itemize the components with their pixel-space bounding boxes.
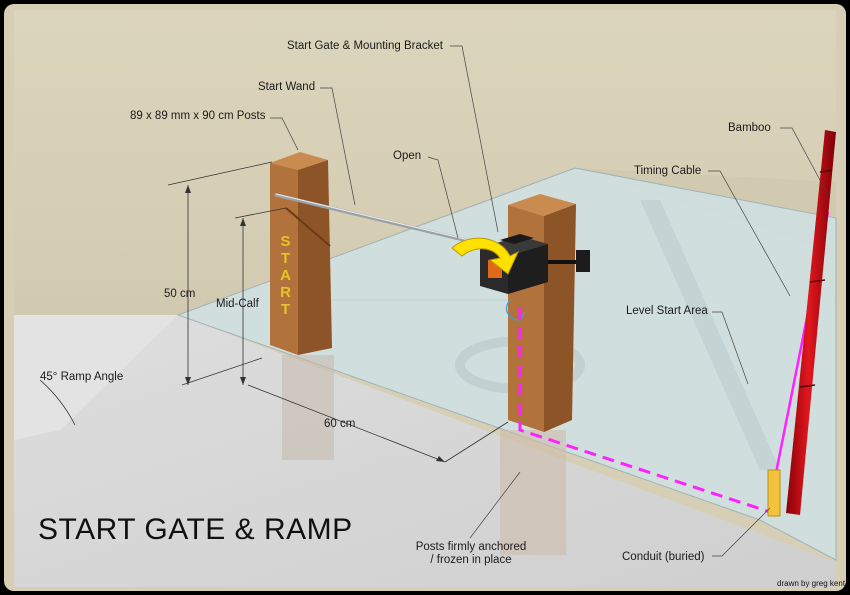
- post-letter: A: [280, 267, 292, 284]
- label-ramp-angle: 45° Ramp Angle: [40, 371, 124, 383]
- dim-spacing-arrow: [436, 456, 445, 462]
- gate-box-side: [508, 244, 548, 294]
- label-posts-anchored: Posts firmly anchored / frozen in place: [415, 541, 527, 566]
- credit-text: drawn by greg kent: [777, 579, 846, 588]
- dim-height-ext-top: [167, 161, 273, 186]
- side-wall: [575, 168, 836, 310]
- bamboo-pole: [786, 130, 836, 515]
- start-wand-highlight: [275, 193, 499, 248]
- bamboo-node-2: [809, 279, 826, 283]
- open-arrow-icon: [451, 237, 520, 275]
- leader-posts: [270, 117, 299, 151]
- conduit: [767, 469, 781, 517]
- right-post-top: [508, 194, 576, 216]
- leader-timing-cable: [708, 170, 791, 297]
- start-wand: [274, 193, 500, 250]
- label-spacing: 60 cm: [324, 418, 356, 430]
- label-timing-cable: Timing Cable: [634, 165, 702, 177]
- leader-start-wand: [320, 87, 356, 206]
- bamboo-shadow: [640, 200, 780, 470]
- ramp-surface: [14, 315, 836, 587]
- bamboo-node-1: [819, 169, 833, 173]
- post-start-lettering: S T A R T: [273, 233, 299, 318]
- label-height: 50 cm: [164, 288, 196, 300]
- dim-midcalf-ext: [234, 207, 287, 219]
- leader-start-gate: [450, 45, 499, 233]
- dim-spacing-ext: [444, 421, 509, 463]
- right-post-side: [544, 204, 576, 432]
- label-bamboo: Bamboo: [728, 122, 771, 134]
- dim-height-ext-bottom: [181, 357, 263, 386]
- dim-height-arrow-top: [185, 185, 191, 193]
- post-reflection-right: [500, 430, 566, 555]
- label-start-gate-bracket: Start Gate & Mounting Bracket: [287, 40, 443, 52]
- page-title: START GATE & RAMP: [38, 513, 353, 546]
- post-letter: R: [280, 284, 292, 301]
- leader-posts-anchored: [469, 471, 521, 539]
- post-letter: T: [280, 301, 292, 318]
- gate-box-knob: [500, 234, 534, 244]
- label-level-start-area: Level Start Area: [626, 305, 708, 317]
- leader-open: [427, 156, 459, 239]
- start-area-outline: [176, 167, 837, 561]
- leader-level-start-area: [712, 311, 749, 385]
- bamboo-node-3: [799, 384, 816, 388]
- label-posts-size: 89 x 89 mm x 90 cm Posts: [130, 110, 266, 122]
- gate-wire: [505, 299, 525, 321]
- label-open: Open: [393, 150, 422, 162]
- dim-midcalf-arrow-bottom: [240, 377, 246, 385]
- mounting-bracket-plate: [576, 250, 590, 272]
- back-wall: [14, 10, 836, 315]
- label-conduit: Conduit (buried): [622, 551, 705, 563]
- dim-height-arrow-bottom: [185, 377, 191, 385]
- label-mid-calf: Mid-Calf: [216, 298, 259, 310]
- leader-bamboo: [780, 127, 829, 196]
- left-post-bracket: [285, 207, 331, 247]
- left-post-side: [298, 160, 332, 355]
- label-start-wand: Start Wand: [258, 81, 316, 93]
- dim-spacing-line: [247, 384, 446, 463]
- post-letter: S: [280, 233, 292, 250]
- left-post-top: [270, 152, 328, 170]
- leader-conduit: [712, 507, 771, 557]
- ramp-left-face: [14, 315, 178, 440]
- dim-midcalf-arrow-top: [240, 218, 246, 226]
- ramp-angle-arc: [39, 379, 76, 426]
- post-letter: T: [280, 250, 292, 267]
- post-reflection-left: [282, 355, 334, 460]
